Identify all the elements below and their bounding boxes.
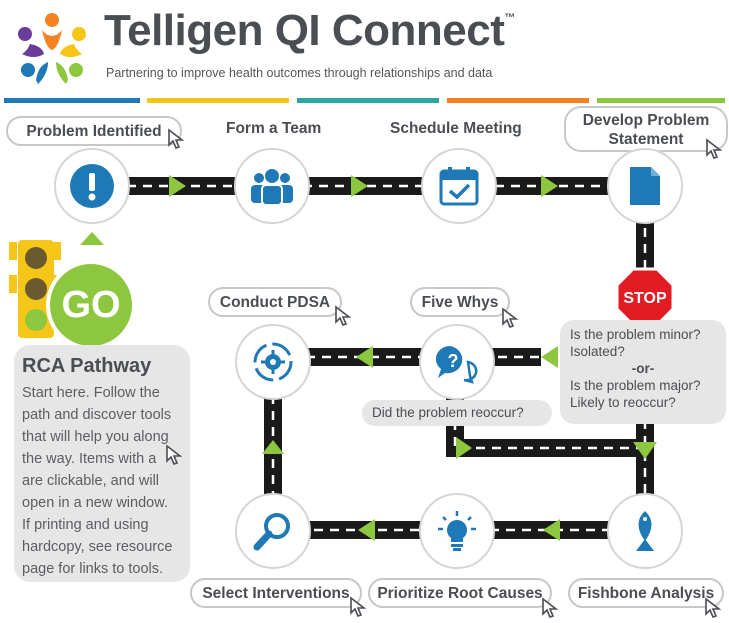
step-conduct-pdsa[interactable]: Conduct PDSA <box>208 287 342 317</box>
cursor-icon <box>350 596 367 617</box>
stop-sign-icon: STOP <box>615 267 675 327</box>
step-problem-identified[interactable]: Problem Identified <box>6 116 182 146</box>
node-fishbone-analysis[interactable] <box>607 493 683 569</box>
brand-tagline: Partnering to improve health outcomes th… <box>106 66 493 80</box>
step-schedule-meeting[interactable]: Schedule Meeting <box>390 120 522 137</box>
magnifier-icon <box>253 513 290 551</box>
cursor-icon <box>705 597 722 618</box>
document-icon <box>630 167 660 205</box>
cursor-icon <box>335 305 352 326</box>
lightbulb-icon <box>438 511 476 551</box>
svg-text:?: ? <box>448 351 459 371</box>
go-sign: GO <box>46 260 136 350</box>
step-fishbone-analysis[interactable]: Fishbone Analysis <box>568 578 724 608</box>
question-bubbles-icon: ? <box>435 345 478 384</box>
node-schedule-meeting[interactable] <box>421 148 497 224</box>
pdsa-cycle-icon <box>253 342 293 382</box>
node-form-team[interactable] <box>234 148 310 224</box>
svg-text:STOP: STOP <box>623 290 667 307</box>
stripe-blue <box>4 98 140 103</box>
step-form-team[interactable]: Form a Team <box>226 120 322 137</box>
fish-icon <box>636 511 654 551</box>
question-bubble: Is the problem minor? Isolated? -or- Is … <box>560 320 726 424</box>
telligen-logo <box>18 13 86 84</box>
rca-title: RCA Pathway <box>22 355 152 377</box>
warning-icon <box>70 164 114 208</box>
cursor-icon <box>706 138 723 159</box>
stripe-yellow <box>147 98 289 103</box>
cursor-icon <box>168 128 185 149</box>
team-icon <box>251 169 293 206</box>
node-five-whys[interactable]: ? <box>419 324 495 400</box>
node-develop-problem-statement[interactable] <box>607 148 683 224</box>
step-select-interventions[interactable]: Select Interventions <box>190 578 362 608</box>
node-prioritize-root-causes[interactable] <box>419 493 495 569</box>
traffic-light-icon <box>9 240 61 338</box>
brand-title: Telligen QI Connect™ <box>104 6 515 55</box>
stripe-teal <box>297 98 439 103</box>
rca-pathway-panel: RCA Pathway Start here. Follow the path … <box>14 345 190 582</box>
stripe-orange <box>447 98 589 103</box>
stripe-green <box>597 98 725 103</box>
step-prioritize-root-causes[interactable]: Prioritize Root Causes <box>368 578 552 608</box>
cursor-icon <box>502 307 519 328</box>
go-label: GO <box>61 283 121 326</box>
cursor-icon <box>542 597 559 618</box>
step-five-whys[interactable]: Five Whys <box>410 287 510 317</box>
node-conduct-pdsa[interactable] <box>235 324 311 400</box>
cursor-icon <box>166 444 183 465</box>
node-problem-identified[interactable] <box>54 148 130 224</box>
rca-instructions: Start here. Follow the path and discover… <box>22 385 173 577</box>
node-select-interventions[interactable] <box>235 493 311 569</box>
calendar-icon <box>439 167 479 206</box>
reoccur-question-bubble: Did the problem reoccur? <box>362 400 552 426</box>
